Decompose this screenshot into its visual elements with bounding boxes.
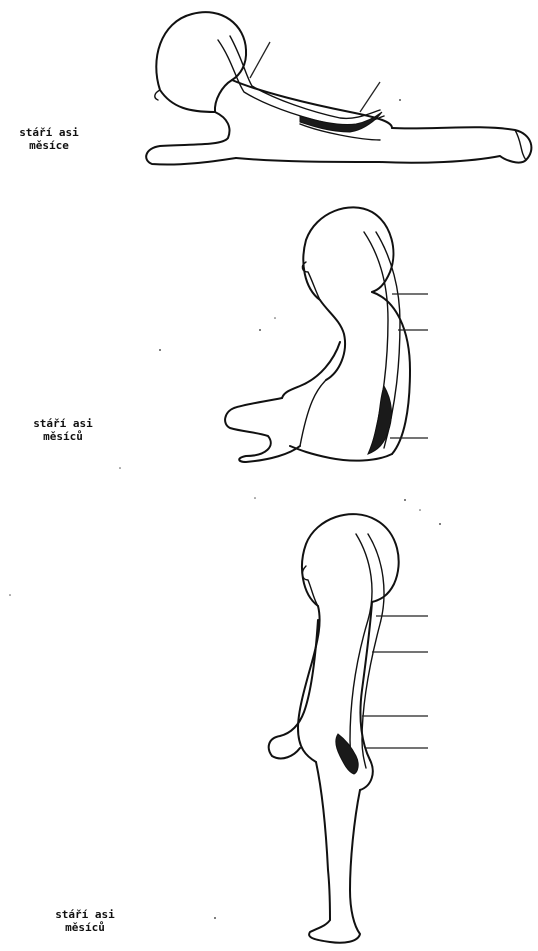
stage-label-line2: měsíce [4,139,94,152]
standing-toddler-figure [269,514,428,943]
stage-label-sitting: stáří asi měsíců [18,417,108,443]
prone-infant-figure [146,12,531,164]
scan-noise [9,99,441,919]
stage-label-line1: stáří asi [18,417,108,430]
stage-label-line2: měsíců [40,921,130,934]
stage-label-prone: stáří asi měsíce [4,126,94,152]
stage-label-line1: stáří asi [40,908,130,921]
stage-label-standing: stáří asi měsíců [40,908,130,934]
stage-label-line2: měsíců [18,430,108,443]
stage-label-line1: stáří asi [4,126,94,139]
sitting-infant-figure [225,207,428,462]
